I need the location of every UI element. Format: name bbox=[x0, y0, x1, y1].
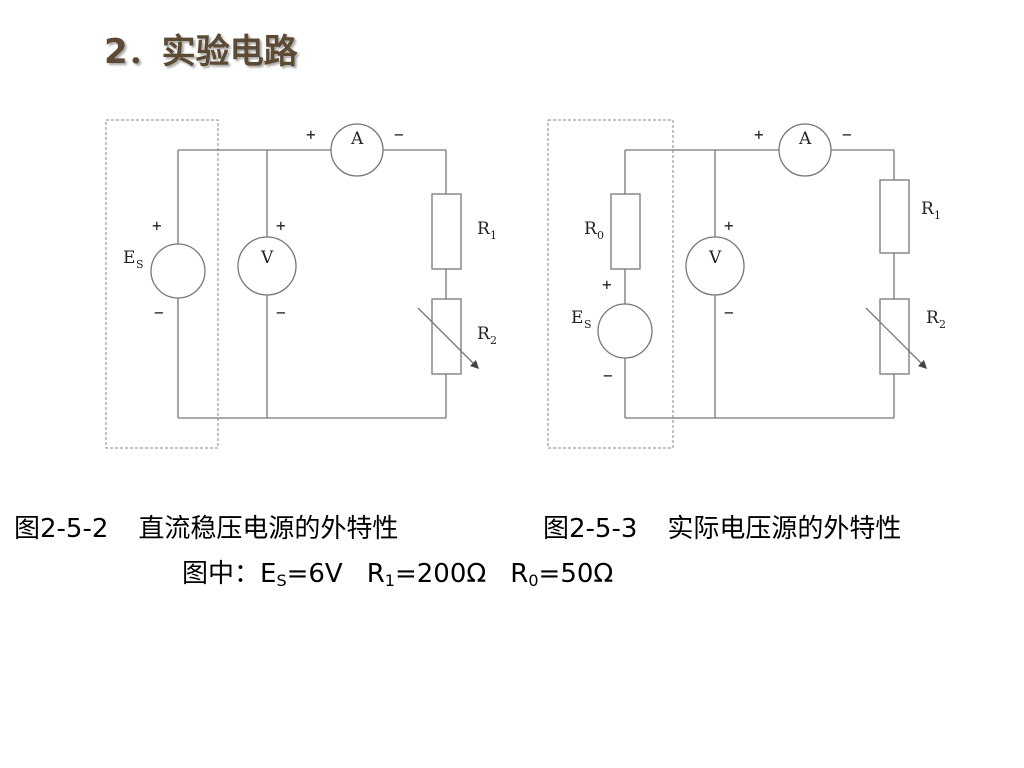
caption-right-description: 实际电压源的外特性 bbox=[667, 514, 902, 544]
circuit-b-r0-subscript: 0 bbox=[597, 229, 604, 242]
caption-left-description: 直流稳压电源的外特性 bbox=[138, 514, 399, 544]
circuit-b-source-minus: − bbox=[603, 366, 613, 385]
circuit-a-voltmeter-minus: − bbox=[276, 303, 286, 322]
caption-left: 图2-5-2 直流稳压电源的外特性 bbox=[14, 516, 398, 542]
circuit-b-voltmeter bbox=[685, 236, 745, 296]
params-es-value: =6V bbox=[286, 559, 343, 589]
circuit-b-source-label: E bbox=[571, 308, 583, 328]
circuit-a-ammeter-minus: − bbox=[394, 125, 404, 144]
params-es-subscript: S bbox=[276, 571, 287, 590]
params-r0-subscript: 0 bbox=[528, 571, 539, 590]
circuit-a-r1-label: R bbox=[477, 219, 491, 239]
circuit-b-source-plus: + bbox=[602, 275, 612, 294]
circuit-b-r0-label: R bbox=[584, 219, 598, 239]
params-r1-subscript: 1 bbox=[384, 571, 395, 590]
circuit-b-ammeter-plus: + bbox=[754, 125, 764, 144]
params-r0-value: =50Ω bbox=[538, 559, 614, 589]
circuit-a-r2-adjust-arrow bbox=[417, 307, 477, 367]
circuit-a-source-minus: − bbox=[154, 303, 164, 322]
circuit-b-source-box bbox=[547, 119, 674, 449]
circuit-b-r2-label: R bbox=[926, 308, 940, 328]
circuit-b-resistor-r0 bbox=[610, 193, 641, 270]
params-r0-label: R bbox=[510, 559, 529, 589]
circuit-a-voltage-source bbox=[150, 243, 206, 299]
slide-title: 2．实验电路 bbox=[104, 32, 298, 72]
circuit-b-r1-subscript: 1 bbox=[934, 209, 941, 222]
circuit-a-source-plus: + bbox=[152, 216, 162, 235]
circuit-b-resistor-r1 bbox=[879, 179, 910, 254]
circuit-a-source-box bbox=[105, 119, 219, 449]
circuit-a-resistor-r1 bbox=[431, 193, 462, 270]
circuit-b-r2-adjust-arrow bbox=[865, 307, 925, 367]
circuit-b-ammeter-minus: − bbox=[842, 125, 852, 144]
circuit-b-voltmeter-plus: + bbox=[724, 216, 734, 235]
circuit-b-r2-subscript: 2 bbox=[939, 318, 946, 331]
circuit-a-r2-label: R bbox=[477, 324, 491, 344]
circuit-b: R 0 + − E S V + − A + − R 1 bbox=[547, 119, 946, 449]
caption-left-figure-number: 图2-5-2 bbox=[14, 514, 109, 544]
circuit-a-source-subscript: S bbox=[136, 258, 144, 271]
circuit-a-voltmeter-plus: + bbox=[276, 216, 286, 235]
circuit-a-ammeter-label: A bbox=[350, 129, 364, 149]
circuit-a-r1-subscript: 1 bbox=[490, 229, 497, 242]
circuit-a-voltmeter-label: V bbox=[260, 248, 274, 268]
caption-right-figure-number: 图2-5-3 bbox=[543, 514, 638, 544]
circuit-b-voltmeter-label: V bbox=[708, 248, 722, 268]
circuit-a: + − E S V + − A + − R 1 R 2 bbox=[105, 119, 497, 449]
params-r1-value: =200Ω bbox=[394, 559, 487, 589]
params-prefix: 图中：E bbox=[182, 559, 277, 589]
circuit-b-r1-label: R bbox=[921, 199, 935, 219]
circuit-a-source-label: E bbox=[123, 248, 135, 268]
circuit-a-voltmeter bbox=[237, 236, 297, 296]
params-r1-label: R bbox=[366, 559, 385, 589]
circuit-b-r2-arrowhead-icon bbox=[918, 360, 927, 369]
circuit-b-ammeter-label: A bbox=[798, 129, 812, 149]
caption-right: 图2-5-3 实际电压源的外特性 bbox=[543, 516, 901, 542]
circuit-a-ammeter-plus: + bbox=[306, 125, 316, 144]
circuit-a-ammeter bbox=[330, 123, 384, 177]
circuit-b-voltmeter-minus: − bbox=[724, 303, 734, 322]
circuit-b-voltage-source bbox=[597, 303, 653, 359]
circuit-a-r2-subscript: 2 bbox=[490, 334, 497, 347]
circuit-b-ammeter bbox=[778, 123, 832, 177]
circuit-a-r2-arrowhead-icon bbox=[470, 360, 479, 369]
circuit-b-source-subscript: S bbox=[584, 318, 592, 331]
